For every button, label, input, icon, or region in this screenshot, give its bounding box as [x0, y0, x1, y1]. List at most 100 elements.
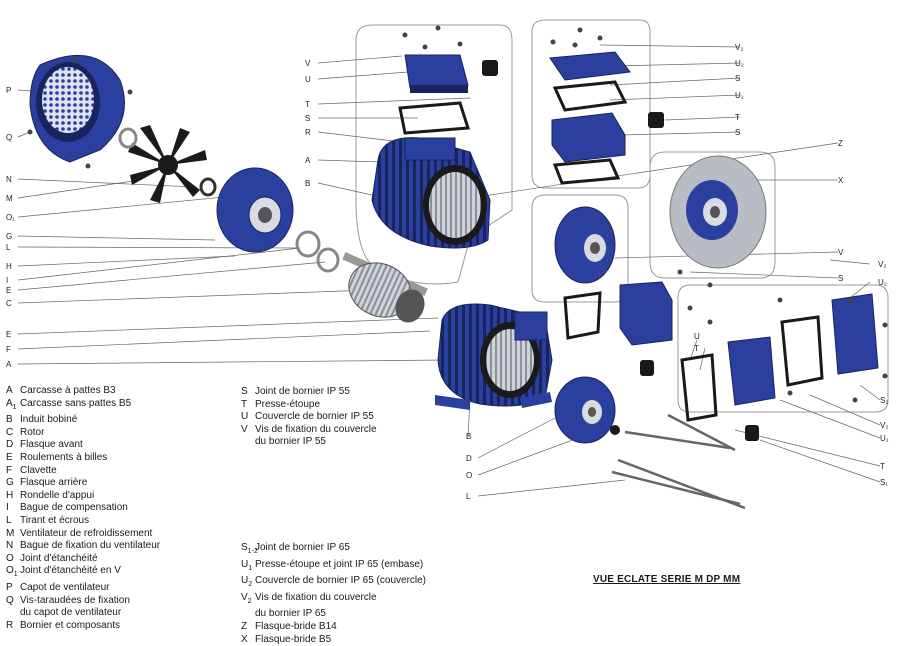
legend-label: Flasque-bride B14 [255, 620, 337, 632]
legend-label: Carcasse à pattes B3 [20, 385, 116, 396]
legend-code: A1 [6, 397, 17, 411]
legend-entry: I Bague de compensation [6, 502, 160, 515]
callout-L: L [6, 243, 11, 252]
callout-V2: V₂ [735, 43, 743, 52]
legend-label: Bague de compensation [20, 502, 128, 514]
callout-Q: Q [6, 133, 12, 142]
callout-G: G [6, 232, 12, 241]
callout-A: A [6, 360, 12, 369]
panel-ip65-top [531, 19, 651, 189]
callout-D: D [466, 454, 472, 463]
callout-N: N [6, 175, 12, 184]
legend-code: V2 [241, 591, 252, 605]
legend-label: Presse-étoupe [255, 398, 321, 410]
legend-code: H [6, 489, 14, 501]
callout-V2: V₂ [880, 421, 888, 430]
legend-label: Clavette [20, 464, 57, 476]
panel-flange-b5 [649, 151, 776, 279]
legend-code: X [241, 633, 248, 645]
part-terminal-cover-ip55 [398, 54, 498, 135]
part-fan [128, 125, 207, 203]
legend-code: Z [241, 620, 248, 632]
part-frame-b3 [435, 303, 553, 410]
callout-U2: U₂ [735, 59, 744, 68]
callout-U: U [694, 332, 700, 341]
legend-label: Flasque avant [20, 439, 83, 451]
callout-F: F [6, 345, 11, 354]
legend-label: Joint de bornier IP 55 [255, 386, 350, 397]
legend-code: G [6, 477, 14, 489]
part-fan-cover [29, 54, 125, 163]
callout-T: T [305, 100, 310, 109]
callout-S: S [735, 128, 740, 137]
legend-label: Induit bobiné [20, 414, 78, 426]
panel-flange-b14 [531, 194, 629, 303]
legend-label: Carcasse sans pattes B5 [20, 397, 132, 409]
callout-A: A [305, 156, 311, 165]
legend-label: Joint de bornier IP 65 [255, 542, 350, 553]
legend-code: C [6, 426, 14, 438]
legend-label-continuation: du bornier IP 65 [255, 608, 326, 620]
callout-labels: P Q N M O₁ G L H I E C E F A V U T S R A… [6, 43, 889, 501]
part-flange-b14 [554, 206, 616, 284]
panel-ip65-exploded [677, 284, 889, 413]
callout-P: P [6, 86, 11, 95]
part-rear-shield [216, 167, 294, 253]
part-screws [27, 25, 888, 403]
legend-code: O1 [6, 565, 18, 579]
legend-label: Bornier et composants [20, 619, 121, 631]
callout-U: U [305, 75, 311, 84]
callout-T: T [735, 113, 740, 122]
legend-code: L [6, 514, 12, 526]
legend-label: Vis de fixation du couvercle [255, 591, 377, 603]
legend-label: Presse-étoupe et joint IP 65 (embase) [255, 558, 424, 570]
part-ip65-exploded [563, 281, 879, 441]
callout-U1: U₁ [735, 91, 744, 100]
legend-label: Couvercle de bornier IP 65 (couvercle) [255, 575, 427, 587]
part-ip65-box-top [549, 51, 664, 185]
legend-code: S1-2 [241, 542, 258, 555]
legend-label: Roulements à billes [20, 451, 108, 463]
callout-S: S [305, 114, 310, 123]
legend-code: T [241, 398, 248, 410]
callout-M: M [6, 194, 13, 203]
callout-B: B [305, 179, 310, 188]
callout-U2: U₂ [878, 278, 887, 287]
callout-T: T [694, 344, 699, 353]
legend-code: Q [6, 594, 14, 606]
part-washers [118, 127, 340, 273]
callout-V: V [305, 59, 311, 68]
part-stator-wound [371, 137, 491, 249]
legend-code: I [6, 502, 9, 514]
legend-entry: L Tirant et écrous [6, 515, 160, 528]
part-tie-rods [611, 413, 746, 510]
callout-U1: U₁ [880, 434, 889, 443]
legend-code: U [241, 411, 249, 423]
callout-S: S [838, 274, 843, 283]
legend-code: D [6, 439, 14, 451]
callout-X: X [838, 176, 844, 185]
callout-V: V [838, 248, 844, 257]
callout-V2: V₂ [878, 260, 886, 269]
legend-label: Tirant et écrous [20, 514, 90, 526]
legend-label: Vis de fixation du couvercle [255, 423, 377, 435]
legend-label-continuation: du capot de ventilateur [20, 607, 122, 619]
